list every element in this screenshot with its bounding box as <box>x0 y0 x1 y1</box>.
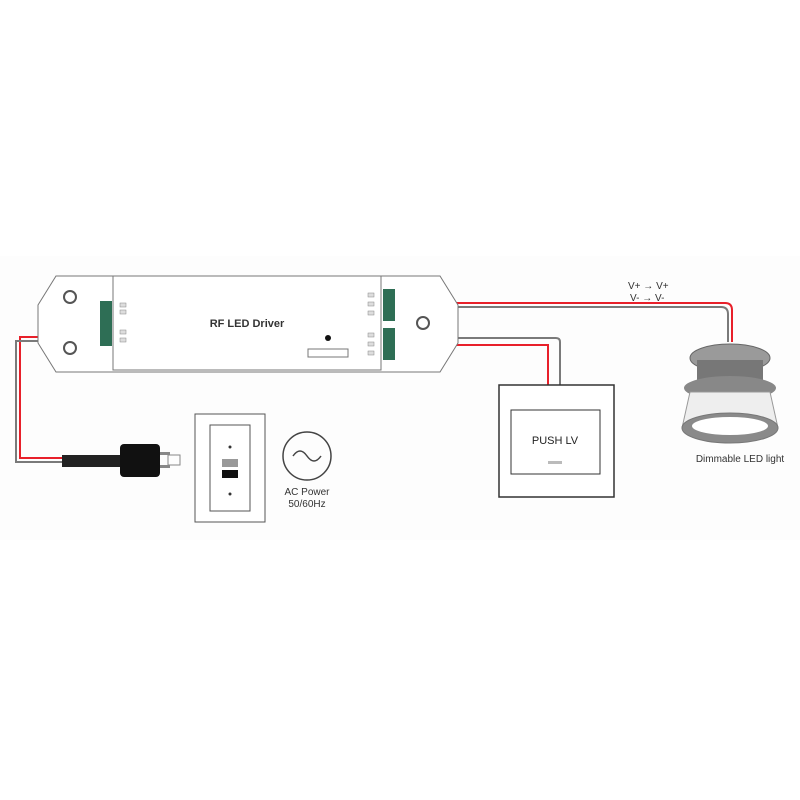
dip-switch <box>307 348 349 358</box>
screw-hole-icon <box>63 341 77 355</box>
ac-frequency-label: 50/60Hz <box>288 499 325 510</box>
driver-title: RF LED Driver <box>210 318 285 330</box>
learning-key-icon <box>325 335 331 341</box>
ac-power-icon <box>282 431 332 481</box>
mapping-vplus: V+ → V+ <box>628 281 669 292</box>
power-plug <box>62 444 181 477</box>
wall-outlet <box>194 413 266 523</box>
screw-hole-icon <box>63 290 77 304</box>
switch-label: PUSH LV <box>532 435 579 447</box>
led-light <box>681 343 779 444</box>
led-light-label: Dimmable LED light <box>696 454 785 465</box>
mapping-vminus: V- → V- <box>630 293 664 304</box>
led-driver <box>37 275 459 373</box>
screw-hole-icon <box>416 316 430 330</box>
output-terminal <box>383 289 395 321</box>
push-switch <box>498 384 615 498</box>
ac-power-label: AC Power <box>284 487 330 498</box>
push-terminal <box>383 328 395 360</box>
input-terminal <box>100 301 112 346</box>
